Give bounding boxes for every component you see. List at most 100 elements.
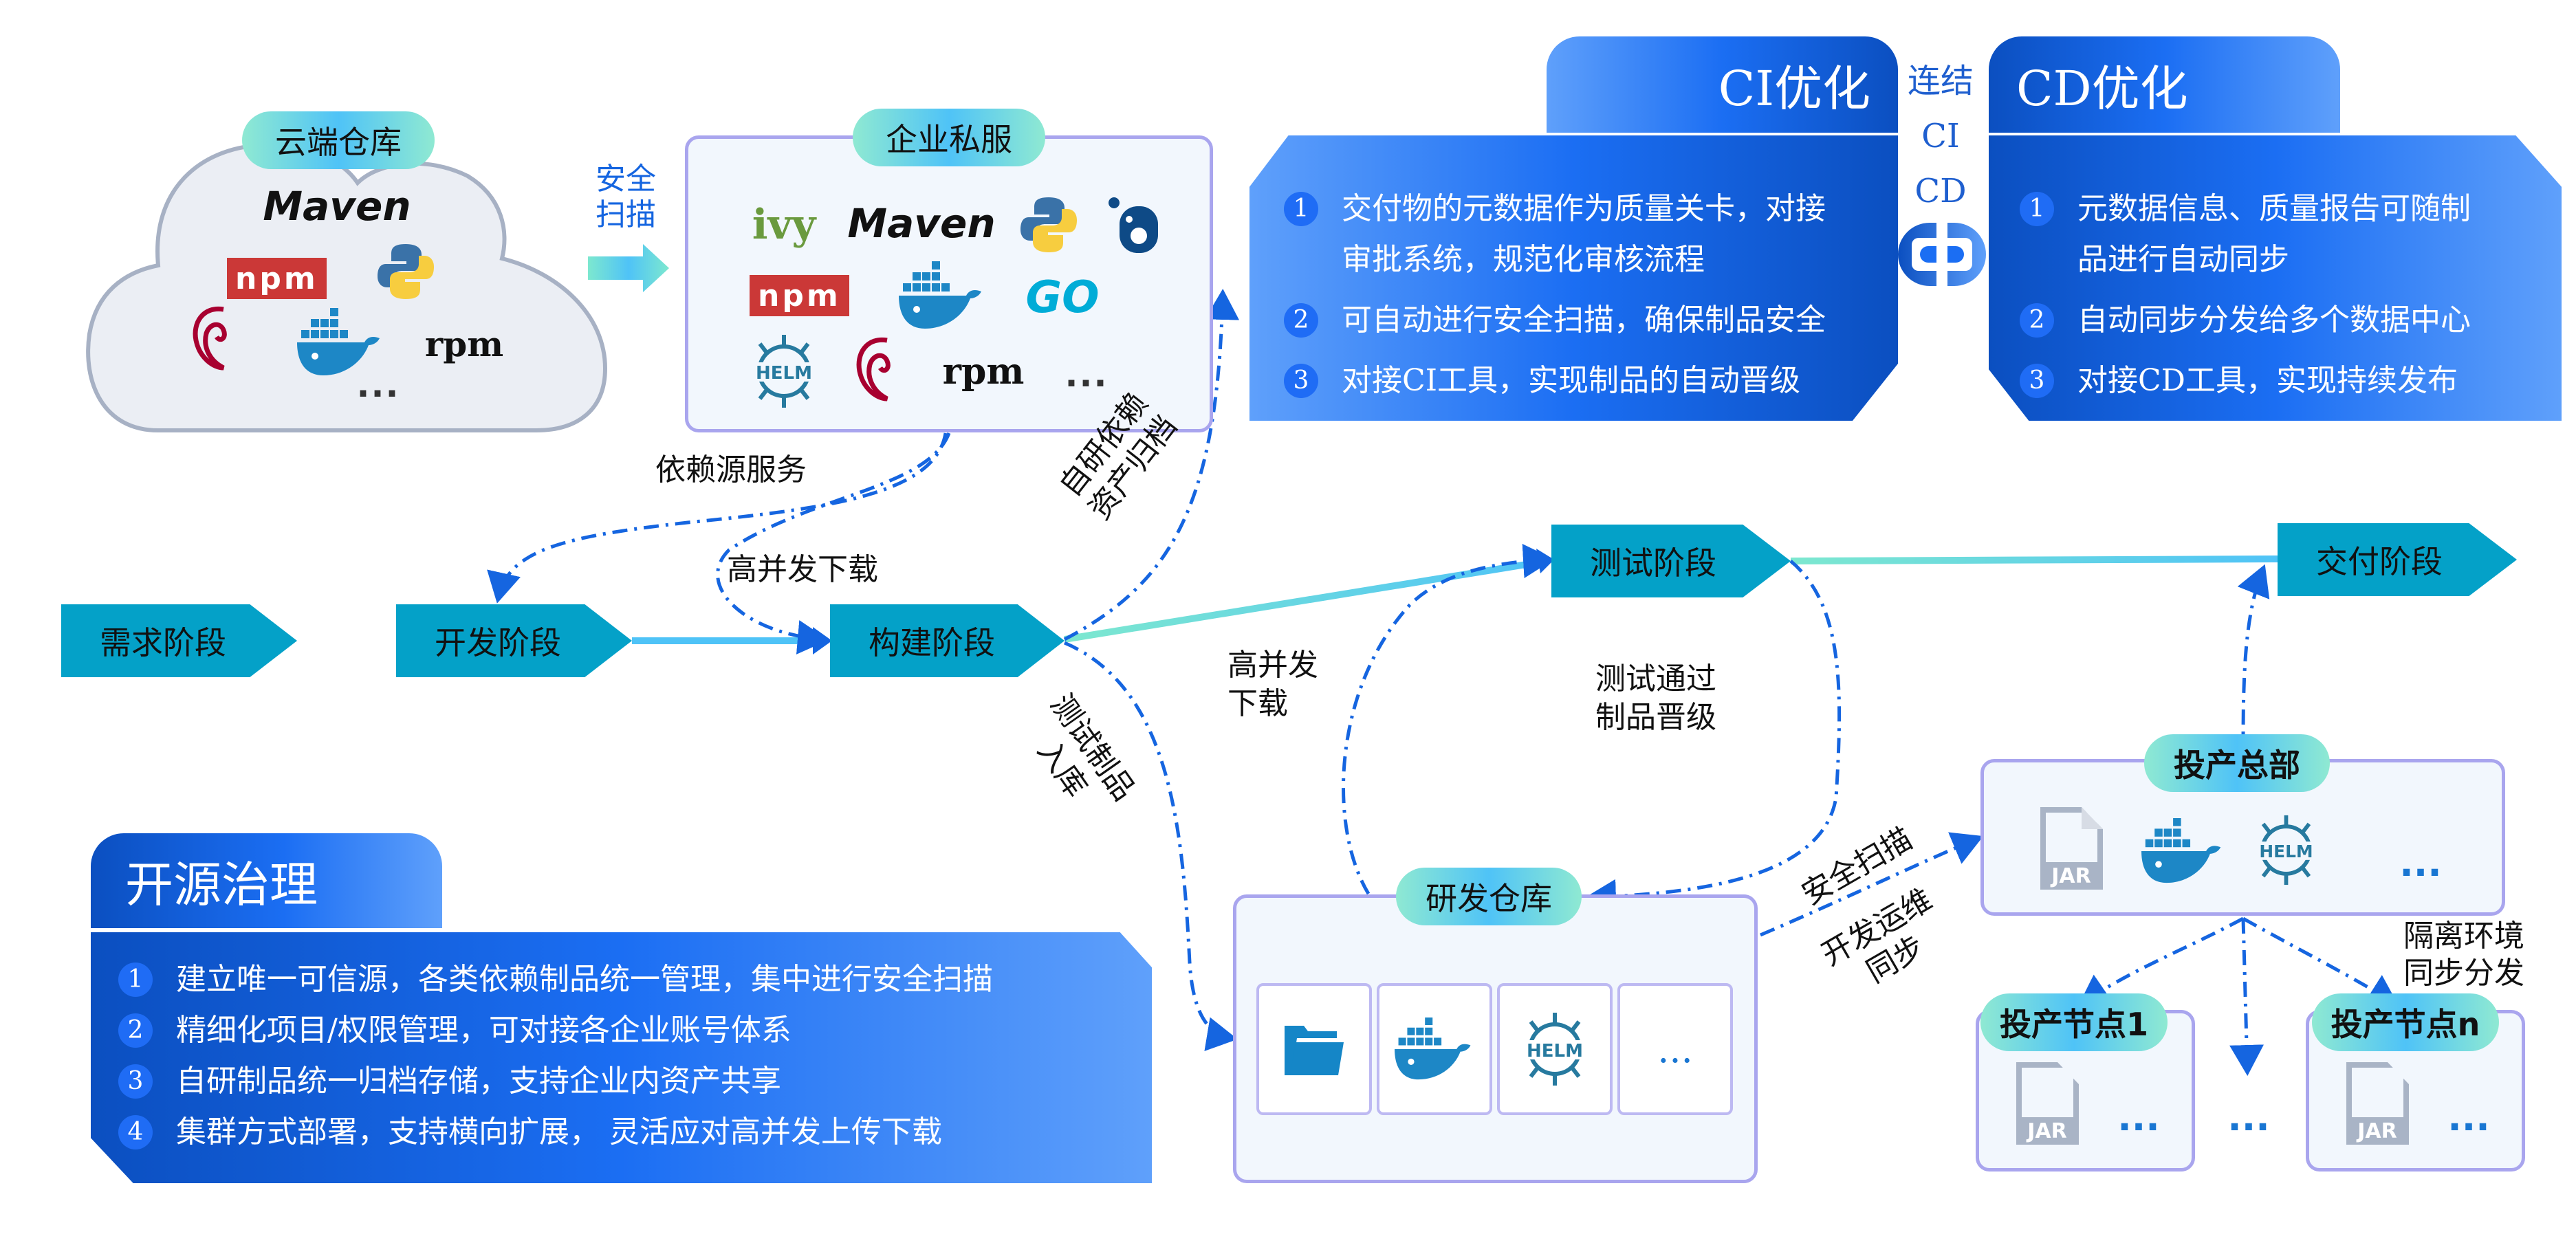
jar-icon-node-1: JAR (2016, 1062, 2079, 1145)
stage-build[interactable]: 构建阶段 (830, 604, 1065, 677)
governance-item-number: 1 (118, 962, 153, 997)
helm-icon-hq: HELM (2258, 815, 2315, 886)
dev-repo-tile-more[interactable]: ... (1617, 983, 1733, 1115)
ci-item-number: 2 (1284, 303, 1318, 338)
label-dependency-service: 依赖源服务 (655, 452, 807, 487)
label-isolated-sync: 隔离环境 同步分发 (2403, 918, 2524, 992)
label-isolated-line2: 同步分发 (2403, 956, 2524, 991)
governance-title: 开源治理 (91, 833, 442, 928)
ci-item-text: 对接CI工具，实现制品的自动晋级 (1342, 363, 1801, 398)
cloud-ellipsis: ... (356, 365, 400, 405)
stage-development[interactable]: 开发阶段 (396, 604, 632, 677)
docker-icon-private (899, 261, 981, 329)
cd-item: 1 元数据信息、质量报告可随制品进行自动同步 (2020, 184, 2541, 285)
label-test-pass-promote: 测试通过 制品晋级 (1595, 660, 1716, 737)
npm-logo-private: npm (750, 275, 849, 316)
svg-text:JAR: JAR (2050, 864, 2091, 888)
cd-item-number: 1 (2020, 192, 2054, 226)
label-test-pass-line2: 制品晋级 (1595, 700, 1716, 735)
stage-test[interactable]: 测试阶段 (1551, 525, 1791, 597)
governance-item-number: 2 (118, 1013, 153, 1048)
maven-logo: Maven (263, 183, 411, 230)
ci-item: 3 对接CI工具，实现制品的自动晋级 (1284, 355, 1877, 406)
flow-test-delivery (1790, 556, 2278, 564)
dev-repo-title: 研发仓库 (1396, 868, 1582, 925)
debian-icon (193, 306, 227, 371)
ci-item: 1 交付物的元数据作为质量关卡，对接审批系统，规范化审核流程 (1284, 184, 1877, 285)
prod-hq-title: 投产总部 (2144, 734, 2330, 792)
governance-item: 1 建立唯一可信源，各类依赖制品统一管理，集中进行安全扫描 (118, 954, 1131, 1005)
flow-dev-build-arrowhead (813, 627, 832, 654)
link-label-line2: CI (1921, 117, 1960, 155)
governance-item: 3 自研制品统一归档存储，支持企业内资产共享 (118, 1056, 1131, 1107)
scan-label-line2: 扫描 (596, 197, 656, 232)
python-icon-private (1020, 197, 1077, 252)
label-test-pass-line1: 测试通过 (1595, 661, 1716, 696)
label-high-conc-to-test: 高并发 下载 (1227, 646, 1318, 723)
flow-prod-to-node-n (2242, 916, 2399, 1006)
scan-arrow-icon (588, 244, 669, 292)
helm-icon: HELM (1525, 1013, 1584, 1086)
prod-node-1-title: 投产节点1 (1980, 993, 2168, 1051)
governance-item-text: 精细化项目/权限管理，可对接各企业账号体系 (176, 1013, 792, 1048)
svg-text:JAR: JAR (2026, 1119, 2066, 1143)
svg-text:HELM: HELM (2259, 842, 2313, 861)
label-test-artifact-in: 测试制品 入库 (1012, 688, 1142, 829)
governance-item-number: 3 (118, 1064, 153, 1099)
ci-body: 1 交付物的元数据作为质量关卡，对接审批系统，规范化审核流程 2 可自动进行安全扫描… (1249, 135, 1898, 421)
prod-node-n-title: 投产节点n (2312, 993, 2499, 1051)
label-high-conc-line2: 下载 (1227, 686, 1288, 721)
cloud-repo-title: 云端仓库 (242, 111, 435, 169)
cd-item-number: 2 (2020, 303, 2054, 338)
jar-icon-node-n: JAR (2346, 1062, 2409, 1145)
governance-item: 2 精细化项目/权限管理，可对接各企业账号体系 (118, 1005, 1131, 1056)
svg-text:JAR: JAR (2356, 1119, 2397, 1143)
flow-prod-to-node1 (2077, 916, 2245, 1006)
ci-item-number: 3 (1284, 364, 1318, 398)
cd-item-text: 自动同步分发给多个数据中心 (2077, 302, 2471, 338)
governance-item-text: 建立唯一可信源，各类依赖制品统一管理，集中进行安全扫描 (176, 962, 993, 997)
link-ci-cd-label: 连结 CI CD (1906, 54, 1975, 219)
rpm-logo: rpm (424, 323, 504, 364)
cd-item-text: 元数据信息、质量报告可随制品进行自动同步 (2077, 191, 2471, 277)
prod-node-1-ellipsis: ... (2117, 1095, 2160, 1139)
governance-body: 1 建立唯一可信源，各类依赖制品统一管理，集中进行安全扫描 2 精细化项目/权限管理… (91, 932, 1152, 1183)
debian-icon-private (856, 337, 891, 402)
link-chain-icon (1898, 220, 1986, 289)
link-label-line3: CD (1914, 172, 1967, 210)
ci-title: CI优化 (1547, 36, 1898, 133)
jar-icon: JAR (2040, 807, 2103, 890)
private-repo-ellipsis: ... (1065, 355, 1109, 395)
docker-icon (297, 308, 380, 375)
maven-logo-private: Maven (847, 200, 996, 247)
docker-icon-hq (2141, 818, 2221, 883)
stage-delivery[interactable]: 交付阶段 (2278, 523, 2517, 596)
dev-repo-tile-helm[interactable]: HELM (1497, 983, 1613, 1115)
cloud-shape (86, 142, 608, 432)
scan-label-line1: 安全 (596, 162, 656, 197)
governance-item-text: 集群方式部署，支持横向扩展， 灵活应对高并发上传下载 (176, 1114, 942, 1150)
rpm-logo-private: rpm (942, 350, 1025, 393)
label-high-concurrency-download: 高并发下载 (727, 552, 878, 587)
governance-item-text: 自研制品统一归档存储，支持企业内资产共享 (176, 1064, 781, 1099)
ci-item-text: 可自动进行安全扫描，确保制品安全 (1342, 302, 1826, 338)
dev-repo-tile-folder[interactable] (1256, 983, 1372, 1115)
conda-icon (1109, 197, 1158, 253)
python-icon (378, 244, 434, 299)
label-high-conc-line1: 高并发 (1227, 648, 1318, 683)
link-label-line1: 连结 (1907, 62, 1974, 100)
ci-item-text: 交付物的元数据作为质量关卡，对接审批系统，规范化审核流程 (1342, 191, 1826, 277)
between-nodes-ellipsis: ... (2227, 1095, 2270, 1139)
go-logo: GO (1025, 272, 1100, 323)
cd-item: 2 自动同步分发给多个数据中心 (2020, 295, 2541, 346)
docker-icon (1395, 1018, 1471, 1080)
dev-repo-tile-docker[interactable] (1377, 983, 1492, 1115)
stage-requirements[interactable]: 需求阶段 (61, 604, 297, 677)
scan-arrow-label: 安全 扫描 (596, 162, 656, 233)
ci-item-number: 1 (1284, 192, 1318, 226)
cd-title: CD优化 (1989, 36, 2340, 133)
cd-item-number: 3 (2020, 364, 2054, 398)
